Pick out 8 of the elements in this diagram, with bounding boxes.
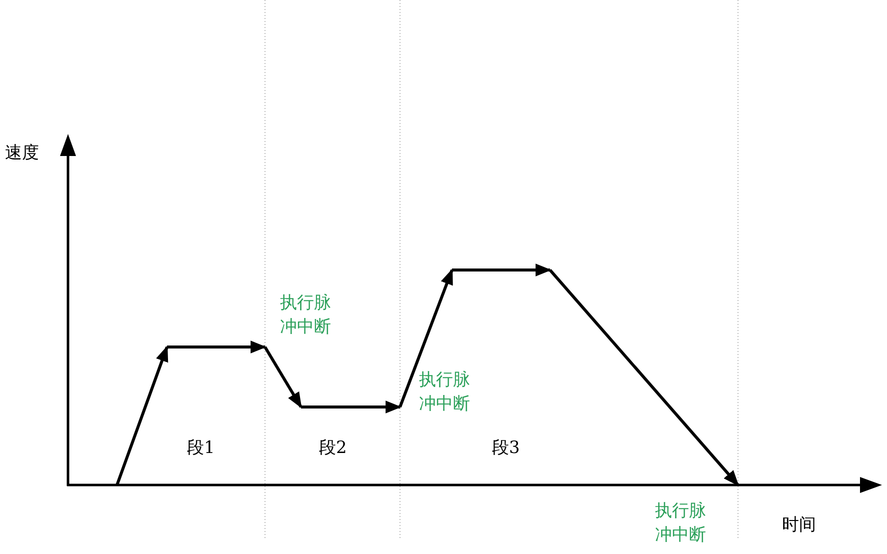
axis-label: 速度: [5, 142, 39, 165]
axis-label: 时间: [782, 514, 816, 537]
annotation: 执行脉冲中断: [280, 292, 332, 339]
annotation: 执行脉冲中断: [419, 369, 471, 416]
segment-label: 段1: [187, 437, 215, 460]
segment-label: 段3: [492, 437, 520, 460]
annotation: 执行脉冲中断: [655, 500, 707, 547]
segment-label: 段2: [319, 437, 347, 460]
